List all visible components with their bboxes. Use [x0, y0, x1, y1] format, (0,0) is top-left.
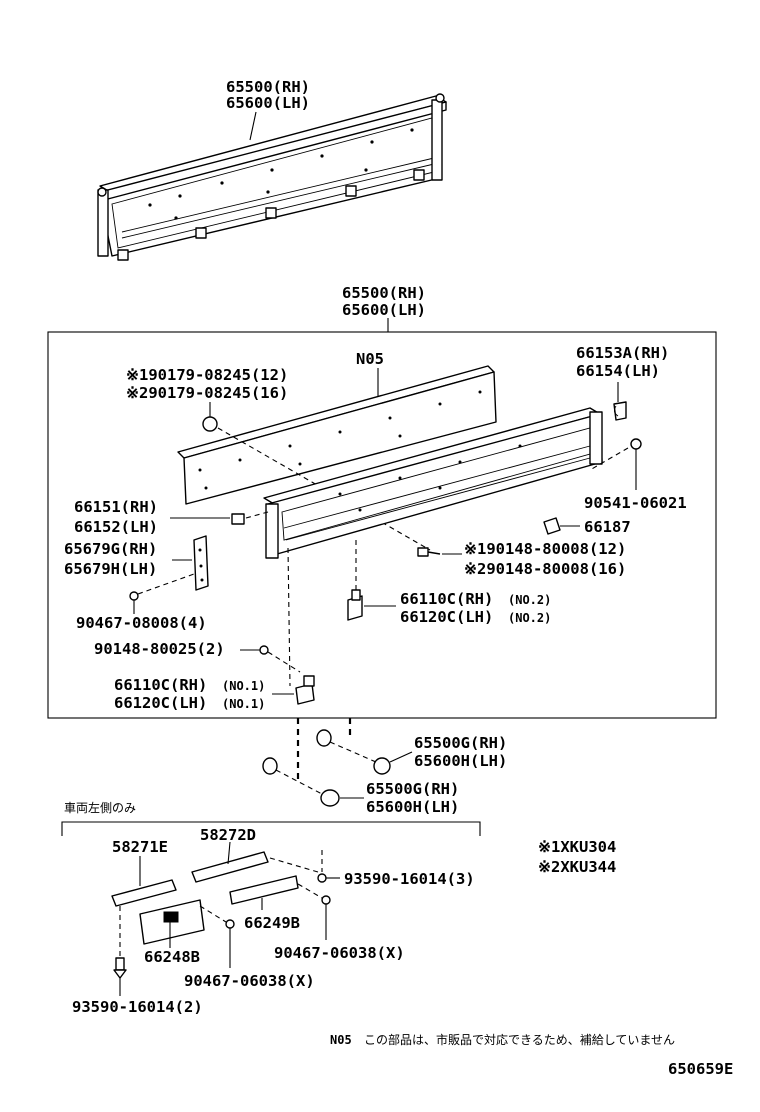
hinge-no2-rh-label: 66110C(RH): [400, 590, 493, 608]
plate-65679g-drawing: [193, 535, 209, 591]
hinge-no1-lh-label: 66120C(LH): [114, 694, 207, 712]
bolt-90467-08008-drawing: [129, 591, 139, 601]
note-text: この部品は、市販品で対応できるため、補給していません: [364, 1032, 675, 1047]
bushing-a-drawing: [316, 729, 391, 775]
top-assembly-rh-label: 65500(RH): [226, 78, 310, 96]
part-66248b-drawing: [139, 899, 205, 945]
hinge-no2-lh-label: 66120C(LH): [400, 608, 493, 626]
pin-lh-label: 66152(LH): [74, 518, 158, 536]
clip-93590-2-drawing: [113, 957, 127, 979]
clip-90467-b-label: 90467-06038(X): [274, 944, 405, 962]
hinge-no1-lh-suffix: (NO.1): [222, 697, 265, 711]
bolt-90148-80025-label: 90148-80025(2): [94, 640, 225, 658]
clip-93590-3-drawing: [317, 873, 327, 883]
bushing-b-drawing: [262, 757, 340, 807]
clip-90467-a-label: 90467-06038(X): [184, 972, 315, 990]
hinge-no1-rh-suffix: (NO.1): [222, 679, 265, 693]
part-66248b-label: 66248B: [144, 948, 200, 966]
pin-rh-label: 66151(RH): [74, 498, 158, 516]
screw-2-label: ※290179-08245(16): [126, 384, 288, 402]
box-assembly-lh-label: 65600(LH): [342, 301, 426, 319]
part-66187-drawing: [543, 517, 561, 535]
bushing-b-rh-label: 65500G(RH): [366, 780, 459, 798]
left-side-only-label: 車両左側のみ: [64, 800, 136, 815]
bushing-b-lh-label: 65600H(LH): [366, 798, 459, 816]
gate-frame: [263, 407, 603, 559]
exploded-view-frame: [47, 331, 717, 719]
bolt-90541-drawing: [630, 438, 642, 450]
part-66249b-label: 66249B: [244, 914, 300, 932]
hook-66153a-drawing: [613, 401, 627, 421]
plate-rh-label: 65679G(RH): [64, 540, 157, 558]
bolt-90467-08008-label: 90467-08008(4): [76, 614, 207, 632]
bolt-90148-80025-drawing: [259, 645, 269, 655]
plate-lh-label: 65679H(LH): [64, 560, 157, 578]
n05-label: N05: [356, 350, 384, 368]
bushing-a-lh-label: 65600H(LH): [414, 752, 507, 770]
hook-lh-label: 66154(LH): [576, 362, 660, 380]
model-1-label: ※1XKU304: [538, 838, 616, 856]
part-58272d-label: 58272D: [200, 826, 256, 844]
part-58271e-drawing: [111, 879, 177, 907]
box-assembly-rh-label: 65500(RH): [342, 284, 426, 302]
part-58272d-drawing: [191, 851, 269, 883]
bolt-90148-80008-2-label: ※290148-80008(16): [464, 560, 626, 578]
bolt-90148-80008-1-label: ※190148-80008(12): [464, 540, 626, 558]
part-66187-label: 66187: [584, 518, 631, 536]
clip-93590-3-label: 93590-16014(3): [344, 870, 475, 888]
bushing-a-rh-label: 65500G(RH): [414, 734, 507, 752]
hinge-no2-lh-suffix: (NO.2): [508, 611, 551, 625]
bolt-90541-label: 90541-06021: [584, 494, 687, 512]
note-code: N05: [330, 1033, 352, 1047]
diagram-id: 650659E: [668, 1060, 733, 1078]
hinge-no1-rh-label: 66110C(RH): [114, 676, 207, 694]
model-2-label: ※2XKU344: [538, 858, 616, 876]
clip-90467-left-drawing: [225, 919, 235, 929]
hinge-no2-drawing: [347, 589, 363, 621]
bolt-90148-80008-drawing: [417, 547, 441, 557]
part-58271e-label: 58271E: [112, 838, 168, 856]
pin-66151-drawing: [231, 513, 245, 525]
clip-93590-2-label: 93590-16014(2): [72, 998, 203, 1016]
part-66249b-drawing: [229, 875, 299, 905]
top-assembly-lh-label: 65600(LH): [226, 94, 310, 112]
left-side-bracket: [61, 821, 481, 836]
clip-90467-right-drawing: [321, 895, 331, 905]
hook-rh-label: 66153A(RH): [576, 344, 669, 362]
side-gate-assembly-drawing: [97, 93, 447, 261]
screw-90179-drawing: [202, 416, 218, 432]
wood-panel-n05: [177, 365, 497, 505]
screw-1-label: ※190179-08245(12): [126, 366, 288, 384]
hinge-no2-rh-suffix: (NO.2): [508, 593, 551, 607]
hinge-no1-drawing: [295, 675, 315, 705]
